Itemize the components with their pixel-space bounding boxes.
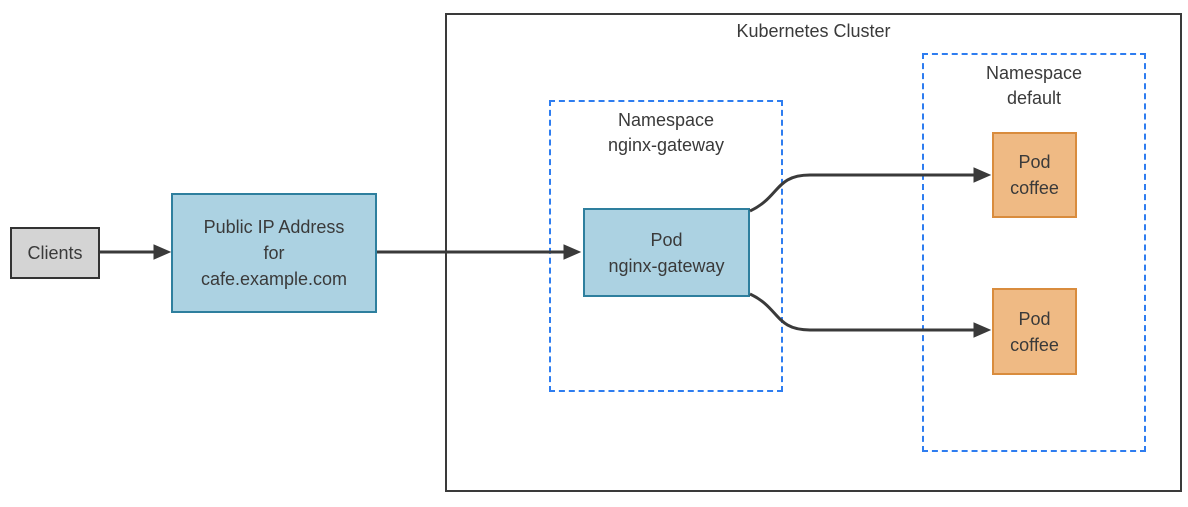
kubernetes-cluster-title: Kubernetes Cluster (736, 21, 891, 41)
public-ip-label-line3: cafe.example.com (200, 269, 348, 289)
pod-nginx-gateway-label-line2: nginx-gateway (608, 255, 725, 276)
pod-coffee-top-node: Pod coffee (992, 132, 1077, 218)
pod-coffee-top-label-line1: Pod (1018, 152, 1051, 172)
namespace-nginx-gateway-label-line1: Namespace (617, 110, 715, 130)
clients-node: Clients (10, 227, 100, 279)
public-ip-label-line2: for (263, 243, 285, 263)
public-ip-node: Public IP Address for cafe.example.com (171, 193, 377, 313)
pod-coffee-bottom-label-line2: coffee (1010, 334, 1059, 355)
pod-nginx-gateway-node: Pod nginx-gateway (583, 208, 750, 297)
namespace-nginx-gateway-box: Namespace nginx-gateway (549, 100, 783, 392)
namespace-default-label: Namespace default (924, 61, 1144, 111)
namespace-default-box: Namespace default (922, 53, 1146, 452)
namespace-nginx-gateway-label-line2: nginx-gateway (607, 135, 725, 155)
pod-coffee-bottom-node: Pod coffee (992, 288, 1077, 375)
pod-coffee-bottom-label-line1: Pod (1018, 308, 1051, 329)
namespace-default-label-line1: Namespace (985, 63, 1083, 83)
namespace-default-label-line2: default (1006, 88, 1062, 108)
pod-nginx-gateway-label-line1: Pod (650, 229, 683, 250)
pod-coffee-top-label-line2: coffee (1010, 178, 1059, 198)
namespace-nginx-gateway-label: Namespace nginx-gateway (551, 108, 781, 158)
public-ip-label-line1: Public IP Address (203, 217, 345, 237)
arrowhead-clients-to-public-ip (153, 244, 172, 260)
clients-label: Clients (27, 243, 83, 263)
